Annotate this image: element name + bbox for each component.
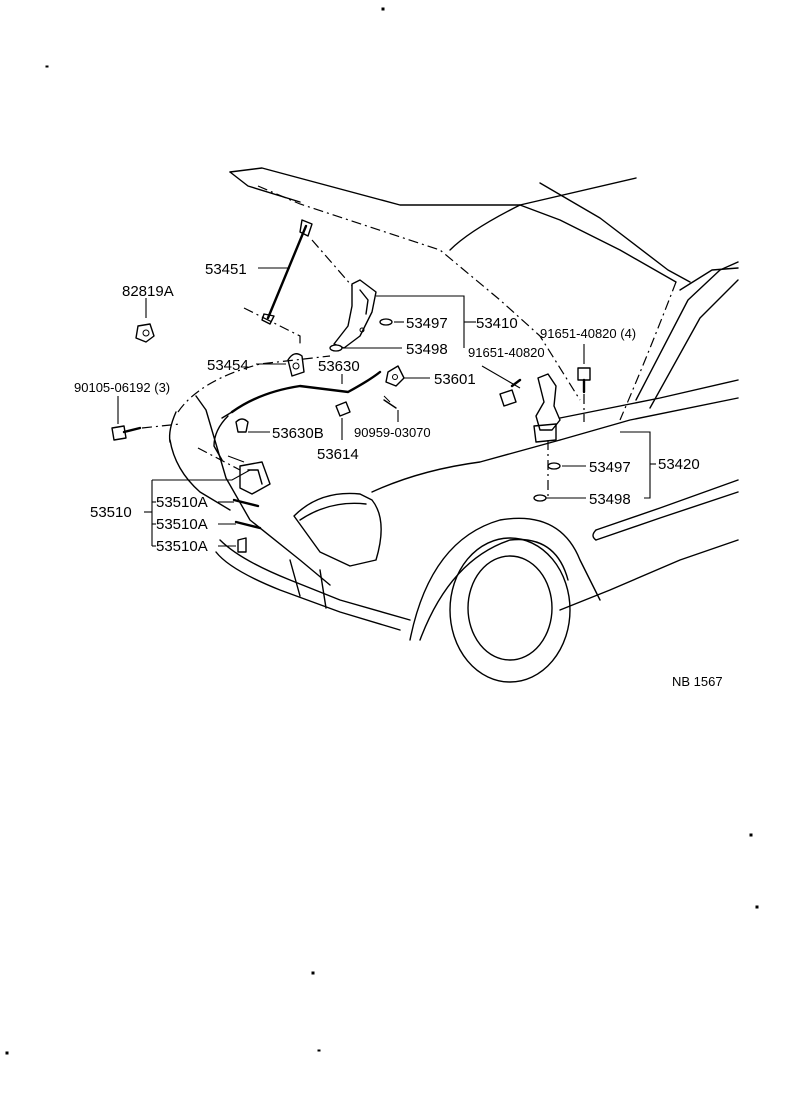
label-90105-06192-3: 90105-06192 (3) <box>74 380 170 395</box>
hood-lock-53510 <box>197 447 271 495</box>
washer-53497-right <box>547 462 561 470</box>
hood-hinge-right <box>533 373 561 443</box>
label-91651-40820: 91651-40820 <box>468 345 545 360</box>
label-53454: 53454 <box>207 357 249 374</box>
hood-support-rod <box>261 219 313 325</box>
hinge-dashline-left <box>311 239 353 287</box>
leader-lines <box>117 267 656 547</box>
label-53510A-3: 53510A <box>156 538 208 555</box>
lock-protector-53601 <box>385 365 405 387</box>
lock-bolts-53510A <box>232 498 262 553</box>
cable-clip-53614 <box>335 401 351 417</box>
label-53497-right: 53497 <box>589 459 631 476</box>
label-53510A-2: 53510A <box>156 516 208 533</box>
label-53498-top: 53498 <box>406 341 448 358</box>
release-cable-53630 <box>213 370 382 461</box>
diagram-code: NB 1567 <box>672 674 723 689</box>
label-90959-03070: 90959-03070 <box>354 425 431 440</box>
label-53451: 53451 <box>205 261 247 278</box>
bolt-dashline-left <box>141 423 181 429</box>
washer-53498-top <box>329 344 343 352</box>
washer-53498-right <box>533 494 547 502</box>
label-53420: 53420 <box>658 456 700 473</box>
label-53630: 53630 <box>318 358 360 375</box>
label-53601: 53601 <box>434 371 476 388</box>
label-53630B: 53630B <box>272 425 324 442</box>
label-53498-right: 53498 <box>589 491 631 508</box>
label-53614: 53614 <box>317 446 359 463</box>
clamp-82819A <box>135 323 155 343</box>
label-91651-40820-4: 91651-40820 (4) <box>540 326 636 341</box>
label-53510A-1: 53510A <box>156 494 208 511</box>
label-82819A: 82819A <box>122 283 174 300</box>
label-53510: 53510 <box>90 504 132 521</box>
washer-53497-top <box>379 318 393 326</box>
hood-hinge-left <box>333 279 377 349</box>
scan-specks <box>5 7 759 1055</box>
bolt-91651-40820-left <box>499 378 522 407</box>
label-53410: 53410 <box>476 315 518 332</box>
label-53497-top: 53497 <box>406 315 448 332</box>
bolt-91651-40820-right <box>577 367 591 394</box>
rod-mount-dashline <box>243 307 301 346</box>
pin-90959-03070 <box>383 395 397 409</box>
cable-clamp-53630B <box>235 418 249 433</box>
bolt-90105-06192 <box>111 425 142 441</box>
hood-cushion <box>287 353 305 377</box>
car-body-outline <box>168 167 739 683</box>
